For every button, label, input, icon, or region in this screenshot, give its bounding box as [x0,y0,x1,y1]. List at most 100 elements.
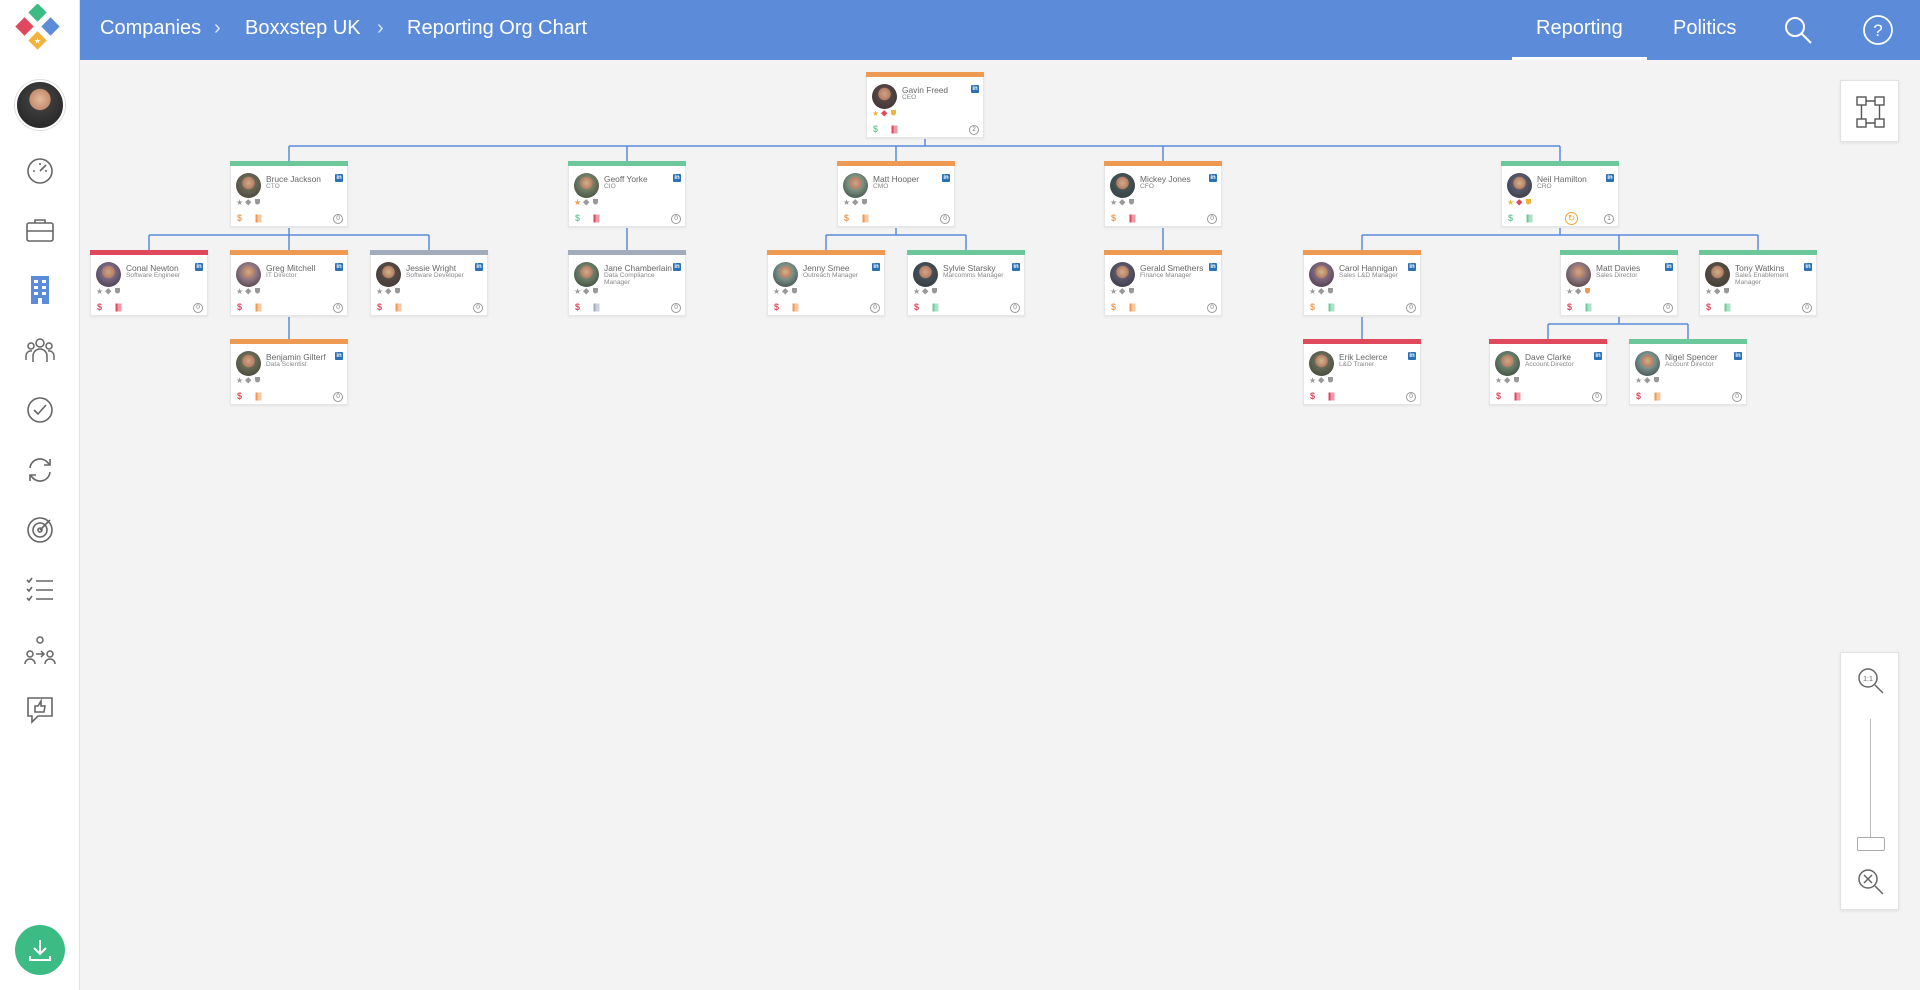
report-count[interactable]: 0 [1406,392,1416,402]
zoom-fit-icon[interactable] [1857,868,1885,896]
linkedin-icon[interactable]: in [872,263,880,271]
report-count[interactable]: 0 [1207,214,1217,224]
people-icon[interactable] [20,330,60,370]
building-icon[interactable] [20,270,60,310]
person-name[interactable]: Nigel Spencer [1665,352,1718,362]
linkedin-icon[interactable]: in [942,174,950,182]
linkedin-icon[interactable]: in [971,85,979,93]
linkedin-icon[interactable]: in [1606,174,1614,182]
report-count[interactable]: 0 [1010,303,1020,313]
person-name[interactable]: Jessie Wright [406,263,457,273]
person-name[interactable]: Erik Leclerce [1339,352,1388,362]
refresh-icon[interactable] [20,450,60,490]
linkedin-icon[interactable]: in [673,174,681,182]
linkedin-icon[interactable]: in [1408,352,1416,360]
briefcase-icon[interactable] [20,210,60,250]
report-count[interactable]: 0 [1663,303,1673,313]
breadcrumb-company[interactable]: Boxxstep UK [245,17,361,39]
linkedin-icon[interactable]: in [1734,352,1742,360]
linkedin-icon[interactable]: in [1012,263,1020,271]
person-name[interactable]: Matt Davies [1596,263,1641,273]
person-name[interactable]: Conal Newton [126,263,179,273]
report-count[interactable]: 0 [1732,392,1742,402]
report-count[interactable]: 0 [870,303,880,313]
linkedin-icon[interactable]: in [1665,263,1673,271]
tab-reporting[interactable]: Reporting [1512,17,1647,60]
dashboard-icon[interactable] [20,150,60,190]
person-name[interactable]: Carol Hannigan [1339,263,1398,273]
report-count[interactable]: 0 [940,214,950,224]
linkedin-icon[interactable]: in [475,263,483,271]
linkedin-icon[interactable]: in [195,263,203,271]
check-circle-icon[interactable] [20,390,60,430]
person-name[interactable]: Matt Hooper [873,174,920,184]
report-count[interactable]: 0 [1406,303,1416,313]
target-icon[interactable] [20,510,60,550]
report-count[interactable]: 2 [969,125,979,135]
boxxstep-logo[interactable]: ★ [12,4,66,56]
zoom-reset-icon[interactable]: 1:1 [1857,667,1885,695]
person-name[interactable]: Mickey Jones [1140,174,1191,184]
search-icon[interactable] [1782,14,1814,46]
report-count[interactable]: 0 [671,303,681,313]
user-avatar[interactable] [15,80,65,130]
linkedin-icon[interactable]: in [1209,174,1217,182]
report-count[interactable]: 0 [333,214,343,224]
person-name[interactable]: Bruce Jackson [266,174,321,184]
linkedin-icon[interactable]: in [335,174,343,182]
linkedin-icon[interactable]: in [1209,263,1217,271]
help-icon[interactable]: ? [1862,14,1894,46]
person-name[interactable]: Dave Clarke [1525,352,1572,362]
report-count[interactable]: 0 [671,214,681,224]
breadcrumb-companies[interactable]: Companies [100,17,202,39]
person-name[interactable]: Geoff Yorke [604,174,648,184]
report-count[interactable]: 1 [1604,214,1614,224]
zoom-slider-handle[interactable] [1857,837,1885,851]
checklist-icon[interactable] [20,570,60,610]
report-count[interactable]: 0 [1207,303,1217,313]
linkedin-icon[interactable]: in [1594,352,1602,360]
person-name[interactable]: Greg Mitchell [266,263,316,273]
person-name[interactable]: Tony Watkins [1735,263,1785,273]
linkedin-icon[interactable]: in [335,352,343,360]
report-count[interactable]: 0 [1802,303,1812,313]
report-count[interactable]: 0 [473,303,483,313]
person-name[interactable]: Gavin Freed [902,85,949,95]
report-count[interactable]: 0 [193,303,203,313]
linkedin-icon[interactable]: in [673,263,681,271]
linkedin-icon[interactable]: in [335,263,343,271]
person-name[interactable]: Sylvie Starsky [943,263,996,273]
feedback-icon[interactable] [20,690,60,730]
org-exchange-icon[interactable] [20,630,60,670]
report-count[interactable]: 0 [333,392,343,402]
report-count[interactable]: 0 [333,303,343,313]
person-name[interactable]: Gerald Smethers [1140,263,1204,273]
sync-icon[interactable]: ↻ [1565,212,1578,225]
report-count[interactable]: 0 [1592,392,1602,402]
fit-to-screen-button[interactable] [1840,80,1899,142]
tab-politics[interactable]: Politics [1673,17,1737,39]
linkedin-icon[interactable]: in [1804,263,1812,271]
person-name[interactable]: Jane Chamberlain [604,263,672,273]
